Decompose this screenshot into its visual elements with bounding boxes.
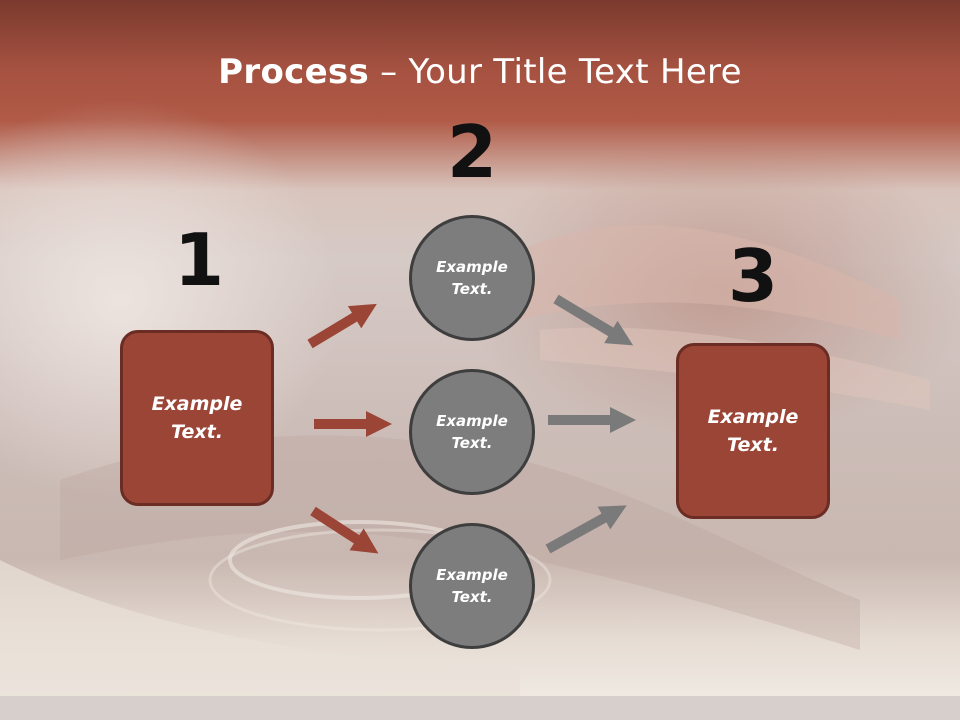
bottom-band [0,696,960,720]
circle-bottom: Example Text. [409,523,535,649]
right-box: Example Text. [676,343,830,519]
circle-top-label: Example Text. [436,257,508,299]
right-box-label: Example Text. [707,405,799,457]
title-bold: Process [218,52,370,92]
step-number-3: 3 [727,234,779,318]
left-box: Example Text. [120,330,274,506]
title-rest: – Your Title Text Here [369,52,742,92]
left-box-label: Example Text. [151,392,243,444]
slide-title: Process – Your Title Text Here [0,52,960,92]
circle-middle-label: Example Text. [436,411,508,453]
circle-top: Example Text. [409,215,535,341]
circle-middle: Example Text. [409,369,535,495]
step-number-1: 1 [173,218,225,302]
step-number-2: 2 [446,110,498,194]
circle-bottom-label: Example Text. [436,565,508,607]
